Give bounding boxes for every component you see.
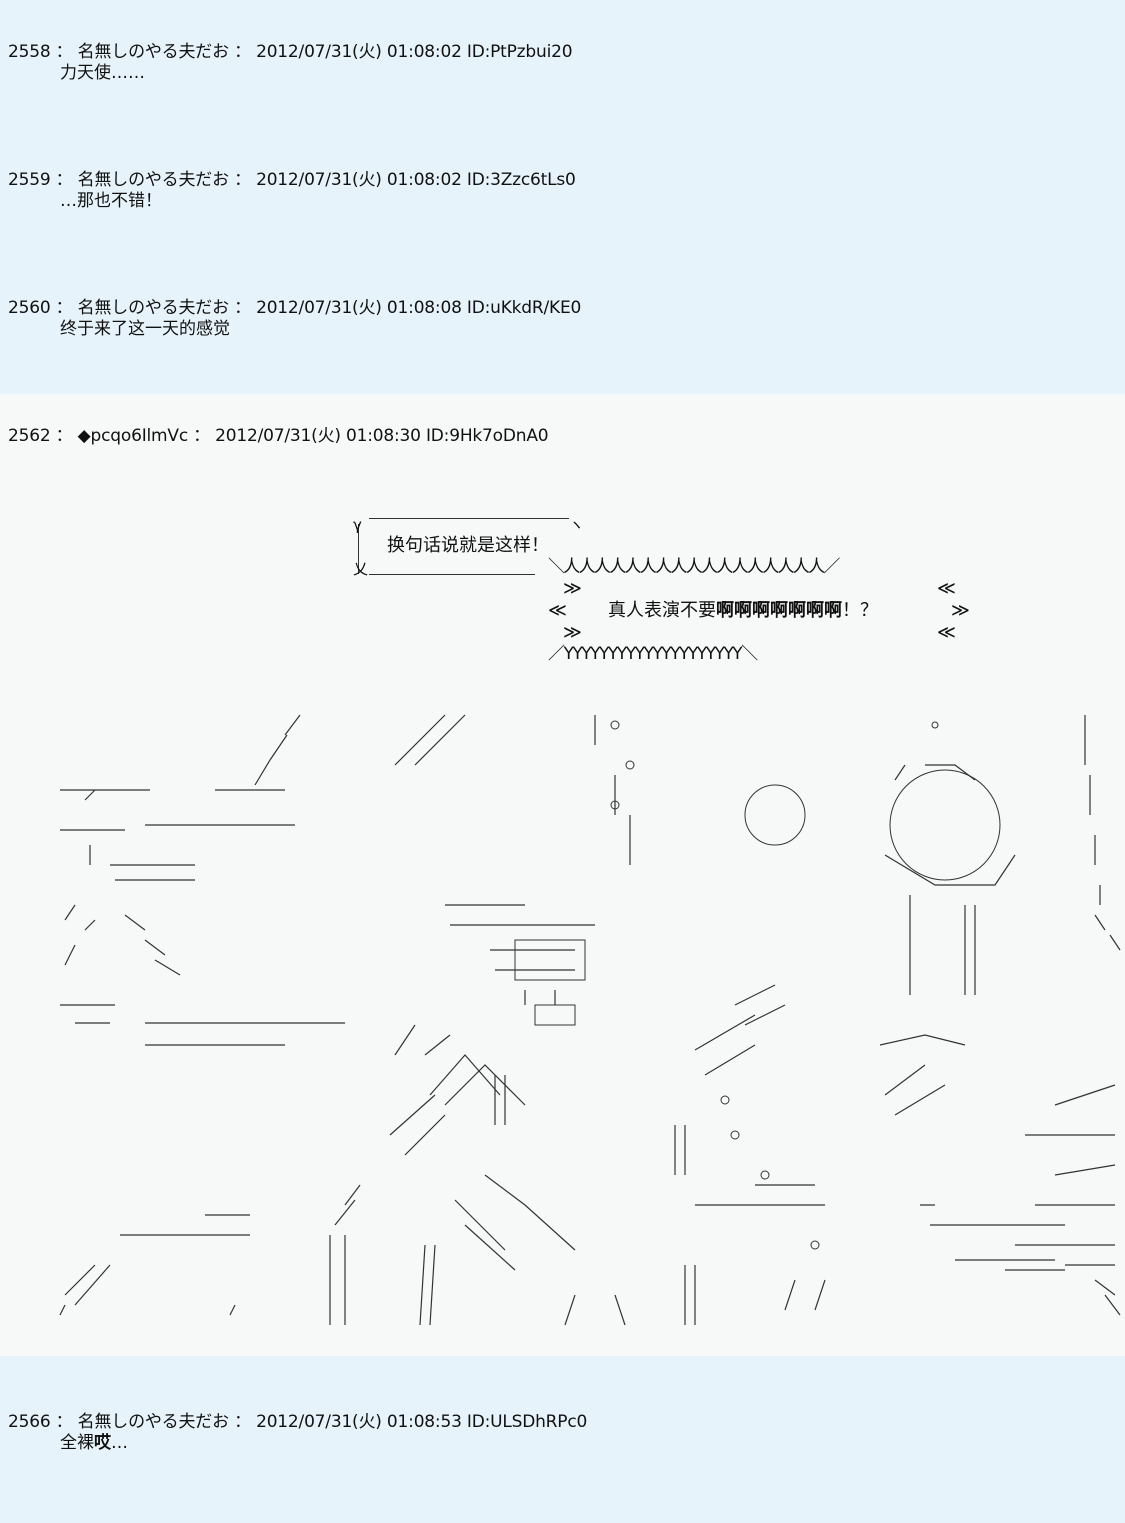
speech-text-1: 换句话说就是这样！	[387, 535, 549, 556]
post-body-normal: 全裸	[60, 1433, 94, 1453]
shout-wave-bottom: ／YYYYYYYYYYYYYYYYYYYY＼	[548, 644, 758, 664]
post-2558: 2558 ： 名無しのやる夫だお ： 2012/07/31(火) 01:08:0…	[0, 0, 1125, 128]
shout-mark: ≪	[937, 622, 956, 643]
ascii-art-illustration	[59, 714, 1121, 1326]
post-body: …那也不错！	[60, 191, 162, 211]
shout-text: 真人表演不要啊啊啊啊啊啊啊！？	[608, 600, 878, 622]
post-header: 2566 ： 名無しのやる夫だお ： 2012/07/31(火) 01:08:5…	[8, 1412, 588, 1432]
bubble-corner-tr: ヽ	[569, 516, 585, 534]
bubble-border-left	[358, 524, 359, 574]
post-body: 力天使……	[60, 63, 145, 83]
bubble-border-top	[369, 518, 569, 519]
post-body-tail: …	[111, 1433, 128, 1453]
speech-bubble-1: γ 乂 ヽ	[353, 510, 585, 578]
post-header: 2560 ： 名無しのやる夫だお ： 2012/07/31(火) 01:08:0…	[8, 298, 582, 318]
post-2560: 2560 ： 名無しのやる夫だお ： 2012/07/31(火) 01:08:0…	[0, 256, 1125, 394]
bubble-corner-tl: γ	[353, 516, 362, 534]
post-body-bold: 哎	[94, 1433, 111, 1453]
post-header: 2559 ： 名無しのやる夫だお ： 2012/07/31(火) 01:08:0…	[8, 170, 576, 190]
shout-mark: ≪	[937, 578, 956, 599]
shout-mark: ≪	[548, 600, 567, 621]
post-body: 全裸哎…	[60, 1433, 128, 1453]
post-2559: 2559 ： 名無しのやる夫だお ： 2012/07/31(火) 01:08:0…	[0, 128, 1125, 256]
post-body: 终于来了这一天的感觉	[60, 319, 230, 339]
post-header: 2558 ： 名無しのやる夫だお ： 2012/07/31(火) 01:08:0…	[8, 42, 573, 62]
shout-mark: ≫	[563, 578, 582, 599]
shout-text-tail: ！？	[842, 600, 878, 621]
post-2566: 2566 ： 名無しのやる夫だお ： 2012/07/31(火) 01:08:5…	[0, 1356, 1125, 1523]
post-2562: 2562 ： ◆pcqo6IlmVc ： 2012/07/31(火) 01:08…	[0, 394, 1125, 1356]
post-header: 2562 ： ◆pcqo6IlmVc ： 2012/07/31(火) 01:08…	[8, 426, 549, 446]
bubble-border-bottom	[369, 574, 535, 575]
shout-mark: ≫	[951, 600, 970, 621]
shout-text-bold: 啊啊啊啊啊啊啊	[716, 600, 842, 621]
shout-text-normal: 真人表演不要	[608, 600, 716, 621]
bubble-corner-bl: 乂	[353, 560, 369, 578]
shout-wave-top: ＼人人人人人人人人人人人人人人人人人／	[548, 557, 840, 577]
shout-mark: ≫	[563, 622, 582, 643]
